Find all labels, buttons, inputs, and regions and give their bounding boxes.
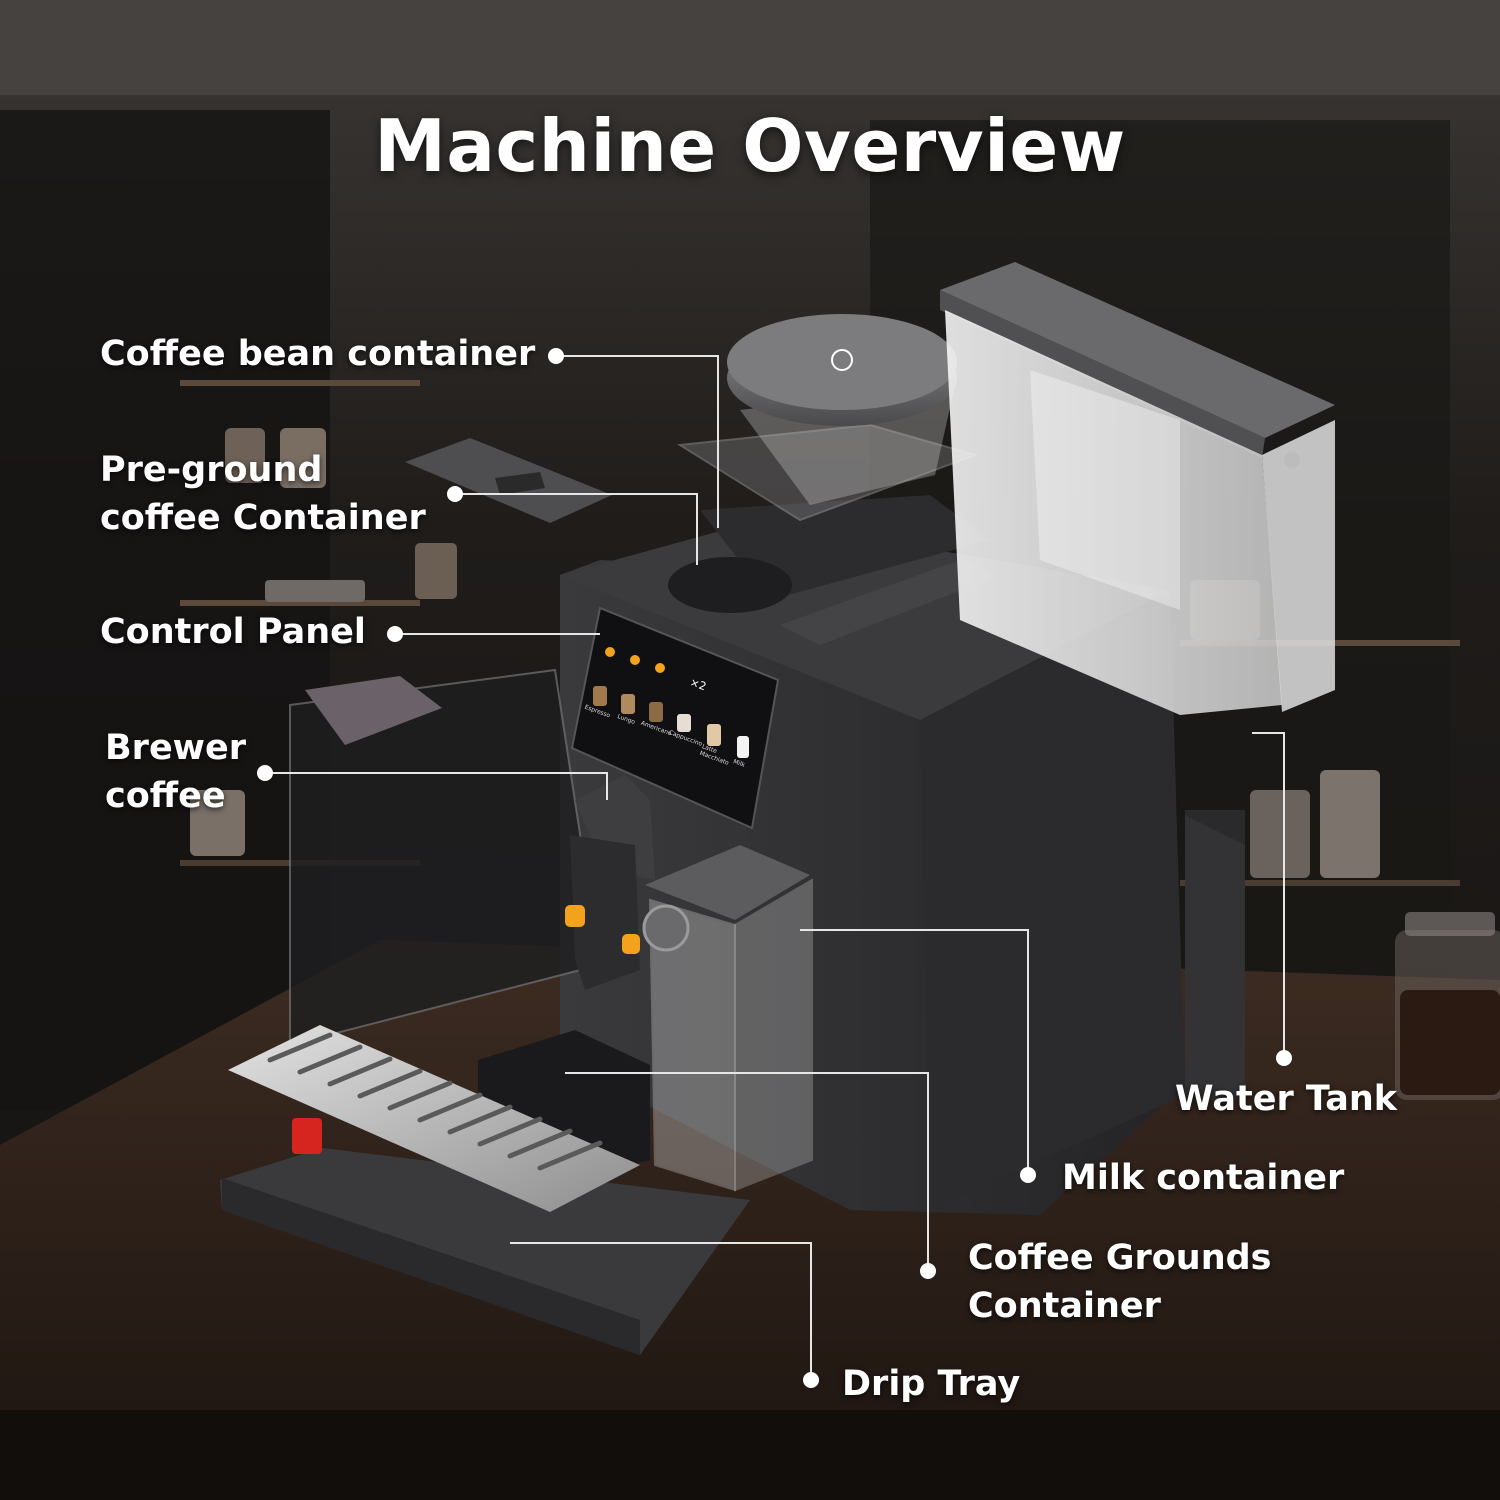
- brewer-line1: Brewer: [105, 728, 247, 768]
- water-tank-text: Water Tank: [1175, 1079, 1398, 1119]
- coffee-grounds-container-label: Coffee Grounds Container: [968, 1234, 1272, 1330]
- pre-ground-line2: coffee Container: [100, 498, 426, 538]
- brewer-line2: coffee: [105, 776, 226, 816]
- milk-container-label: Milk container: [1062, 1154, 1344, 1202]
- coffee-bean-container-label: Coffee bean container: [100, 330, 535, 378]
- pre-ground-line1: Pre-ground: [100, 450, 323, 490]
- coffee-grounds-line2: Container: [968, 1286, 1161, 1326]
- drip-tray-text: Drip Tray: [842, 1364, 1021, 1404]
- control-panel-label: Control Panel: [100, 608, 366, 656]
- coffee-bean-container-text: Coffee bean container: [100, 334, 536, 374]
- water-tank-label: Water Tank: [1175, 1075, 1397, 1123]
- brewer-label: Brewer coffee: [105, 724, 246, 820]
- drip-tray-label: Drip Tray: [842, 1360, 1020, 1408]
- control-panel-text: Control Panel: [100, 612, 366, 652]
- coffee-grounds-line1: Coffee Grounds: [968, 1238, 1272, 1278]
- milk-container-text: Milk container: [1062, 1158, 1345, 1198]
- page-title: Machine Overview: [374, 104, 1126, 188]
- pre-ground-container-label: Pre-ground coffee Container: [100, 446, 426, 542]
